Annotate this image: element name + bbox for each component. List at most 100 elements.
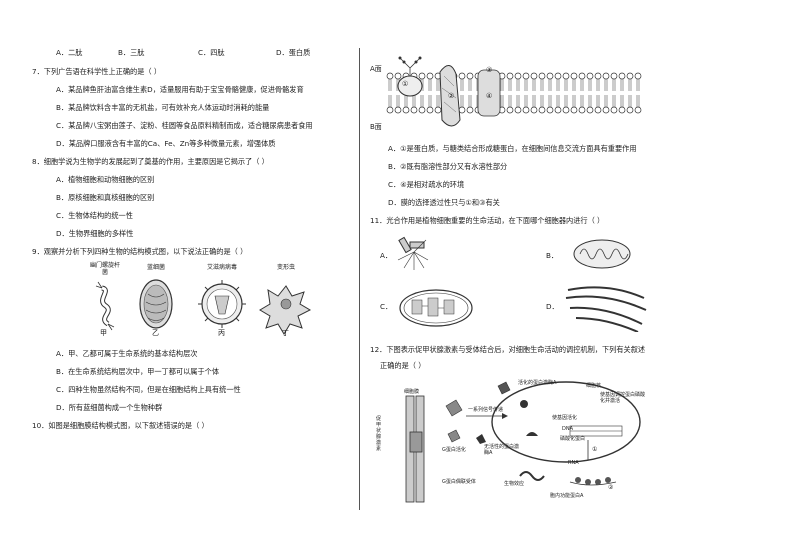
- q10-option-a[interactable]: A．①是蛋白质，与糖类结合形成糖蛋白，在细胞间信息交流方面具有重要作用: [388, 144, 637, 153]
- q8-option-c[interactable]: C．生物体结构的统一性: [56, 211, 133, 220]
- phospholipid-head: [386, 106, 394, 114]
- q7-option-c[interactable]: C．某品牌八宝粥由莲子、淀粉、桂圆等食品原料精制而成，适合糖尿病患者食用: [56, 121, 313, 130]
- q11-organelle-drawings: [397, 236, 647, 332]
- phospholipid-tail: [540, 95, 544, 107]
- gene-activation-label: 使基因活化: [552, 415, 578, 421]
- phospholipid-head: [418, 72, 426, 80]
- q7-option-a[interactable]: A．某品牌鱼肝油富含维生素D，适量服用有助于宝宝骨骼健康，促进骨骼发育: [56, 85, 304, 94]
- q10-option-b[interactable]: B．②既有脂溶性部分又有水溶性部分: [388, 162, 508, 171]
- q9-option-b[interactable]: B．在生命系统结构层次中，甲一丁都可以属于个体: [56, 367, 220, 376]
- phospholipid-head: [402, 106, 410, 114]
- phospholipid-tail: [524, 79, 528, 91]
- phospholipid-tail: [588, 95, 592, 107]
- chloroplast-drawing: [399, 289, 473, 327]
- phospholipid-tail: [516, 79, 520, 91]
- q8-stem: 8．细胞学说为生物学的发展起到了奠基的作用，主要原因是它揭示了（ ）: [32, 157, 269, 166]
- q11-option-c[interactable]: C．: [380, 302, 393, 311]
- phospholipid-tail: [532, 95, 536, 107]
- phospholipid-tail: [436, 95, 440, 107]
- q11-option-d[interactable]: D．: [546, 302, 559, 311]
- phospholipid-tail: [620, 79, 624, 91]
- phospholipid-head: [546, 72, 554, 80]
- q7-option-b[interactable]: B．某品牌饮料含丰富的无机盐，可有效补充人体运动时消耗的能量: [56, 103, 270, 112]
- q7-option-d[interactable]: D．某品牌口服液含有丰富的Ca、Fe、Zn等多种微量元素，增强体质: [56, 139, 276, 148]
- phospholipid-head: [410, 106, 418, 114]
- phospholipid-head: [514, 72, 522, 80]
- phospholipid-tail: [396, 95, 400, 107]
- phospholipid-tail: [388, 79, 392, 91]
- phospholipid-head: [546, 106, 554, 114]
- gene-regulator-label: 使基因调控蛋白磷酸化并激活: [600, 392, 646, 404]
- cyanobacteria-drawing: [139, 279, 173, 329]
- phospholipid-head: [522, 106, 530, 114]
- phospholipid-tail: [468, 95, 472, 107]
- phospholipid-head: [570, 72, 578, 80]
- phospholipid-tail: [460, 79, 464, 91]
- phospholipid-head: [466, 106, 474, 114]
- q12-stem-line2: 正确的是（ ）: [380, 361, 426, 370]
- q10-option-c[interactable]: C．④是相对疏水的环境: [388, 180, 465, 189]
- phospholipid-tail: [580, 95, 584, 107]
- phospholipid-head: [514, 106, 522, 114]
- phospholipid-tail: [404, 95, 408, 107]
- phospholipid-tail: [588, 79, 592, 91]
- phospholipid-tail: [572, 95, 576, 107]
- phospholipid-head: [586, 106, 594, 114]
- nucleus-label: 细胞核: [586, 383, 602, 389]
- phospholipid-tail: [596, 95, 600, 107]
- q12-stem-line1: 12．下图表示促甲状腺激素与受体结合后，对细胞生命活动的调控机制，下列有关叙述: [370, 345, 646, 354]
- phospholipid-head: [426, 72, 434, 80]
- q6-option-c[interactable]: C．四肽: [198, 48, 225, 57]
- q8-option-b[interactable]: B．原核细胞和真核细胞的区别: [56, 193, 155, 202]
- phospholipid-tail: [636, 79, 640, 91]
- q10-option-d[interactable]: D．膜的选择透过性只与①和③有关: [388, 198, 500, 207]
- phospholipid-tail: [548, 79, 552, 91]
- phospholipid-tail: [540, 79, 544, 91]
- amoeba-drawing: [259, 285, 312, 335]
- q9-option-d[interactable]: D．所有蓝细菌构成一个生物种群: [56, 403, 163, 412]
- q9-option-c[interactable]: C．四种生物虽然结构不同，但是在细胞结构上具有统一性: [56, 385, 241, 394]
- phospholipid-head: [562, 106, 570, 114]
- label-2: ②: [448, 92, 455, 100]
- q8-option-a[interactable]: A．植物细胞和动物细胞的区别: [56, 175, 155, 184]
- label-4: ④: [486, 92, 493, 100]
- phospholipid-head: [602, 106, 610, 114]
- phospholipid-head: [386, 72, 394, 80]
- phospholipid-head: [618, 72, 626, 80]
- phospholipid-head: [634, 72, 642, 80]
- dna-label: DNA: [562, 426, 574, 432]
- label-1: ①: [402, 80, 409, 88]
- phospholipid-head: [466, 72, 474, 80]
- phospholipid-tail: [636, 95, 640, 107]
- q11-option-b[interactable]: B．: [546, 251, 559, 260]
- channel-protein: [477, 69, 501, 117]
- q6-option-a[interactable]: A．二肽: [56, 48, 83, 57]
- phospholipid-tail: [564, 95, 568, 107]
- side-b-label: B面: [370, 123, 382, 131]
- q11-option-a[interactable]: A．: [380, 251, 393, 260]
- q12-signaling-figure: 活化的蛋白激酶A 细胞核 使基因调控蛋白磷酸化并激活 使基因活化 一系列信号传递…: [370, 376, 770, 506]
- phospholipid-tail: [596, 79, 600, 91]
- phospholipid-tail: [508, 95, 512, 107]
- q9-option-a[interactable]: A．甲、乙都可属于生命系统的基本结构层次: [56, 349, 198, 358]
- phospholipid-tail: [428, 95, 432, 107]
- phospholipid-tail: [412, 95, 416, 107]
- phospholipid-tail: [388, 95, 392, 107]
- q9-figure: 幽门螺旋杆菌 蓝细菌 艾滋病病毒 变形虫: [88, 262, 348, 338]
- rna-label: RNA: [568, 460, 579, 466]
- phospholipid-tail: [468, 79, 472, 91]
- step-1-label: ①: [592, 446, 598, 453]
- phospholipid-head: [586, 72, 594, 80]
- phospholipid-tail: [604, 95, 608, 107]
- phospholipid-tail: [508, 79, 512, 91]
- phospholipid-tail: [572, 79, 576, 91]
- phospholipid-tail: [500, 95, 504, 107]
- g-receptor-label: G蛋白偶联受体: [442, 479, 476, 485]
- phospholipid-head: [626, 72, 634, 80]
- q6-option-d[interactable]: D．蛋白质: [276, 48, 311, 57]
- q12-diagram: [405, 381, 641, 503]
- phosphorylated-label: 磷酸化蛋白: [560, 436, 586, 442]
- q8-option-d[interactable]: D．生物界细胞的多样性: [56, 229, 134, 238]
- h-pylori-drawing: [95, 281, 115, 331]
- q6-option-b[interactable]: B．三肽: [118, 48, 145, 57]
